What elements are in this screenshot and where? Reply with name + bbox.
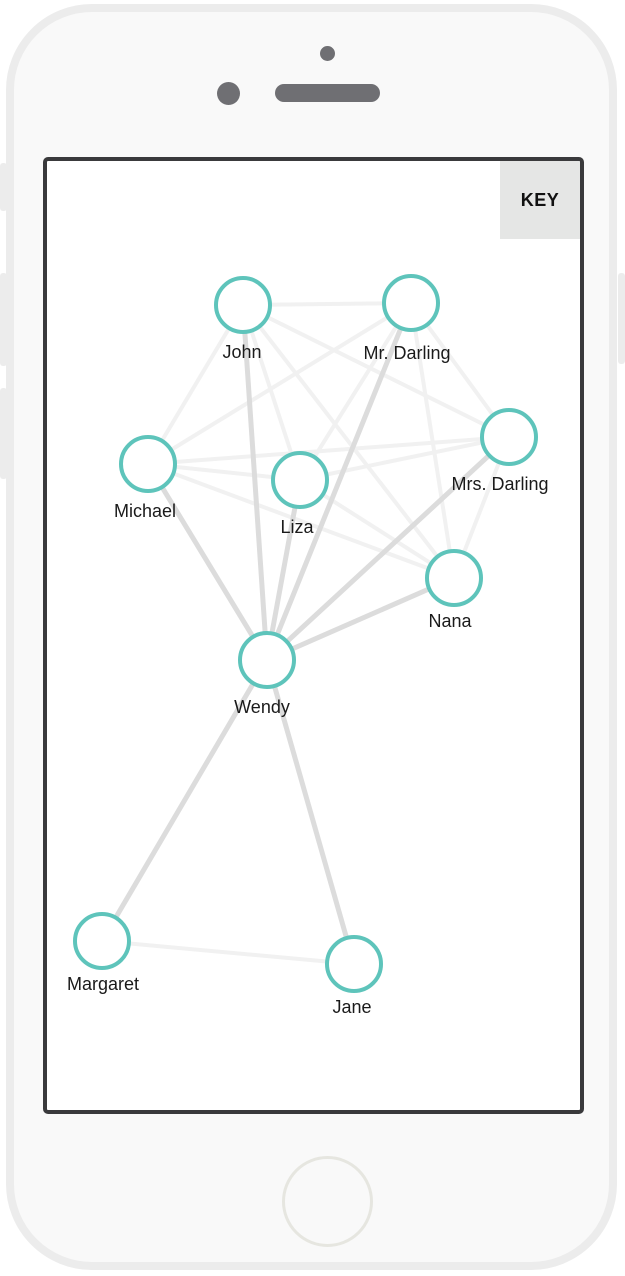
edge-john-nana bbox=[241, 303, 456, 580]
edge-wendy-mrs-darling bbox=[264, 434, 512, 663]
node-label: Liza bbox=[280, 517, 314, 537]
edge-wendy-john bbox=[240, 302, 270, 663]
node-circle[interactable] bbox=[325, 935, 383, 993]
edge-john-michael bbox=[146, 303, 245, 466]
volume-up-button[interactable] bbox=[0, 273, 7, 366]
node-liza[interactable]: Liza bbox=[271, 451, 329, 537]
edges-layer bbox=[99, 300, 512, 967]
node-circle[interactable] bbox=[480, 408, 538, 466]
node-circle[interactable] bbox=[238, 631, 296, 689]
edge-wendy-margaret bbox=[99, 657, 270, 944]
volume-down-button[interactable] bbox=[0, 388, 7, 479]
node-mr-darling[interactable]: Mr. Darling bbox=[363, 274, 451, 363]
node-label: Mr. Darling bbox=[363, 343, 450, 363]
node-label: Margaret bbox=[67, 974, 139, 994]
edge-mr-darling-michael bbox=[146, 301, 413, 466]
node-circle[interactable] bbox=[271, 451, 329, 509]
node-mrs-darling[interactable]: Mrs. Darling bbox=[451, 408, 549, 494]
node-nana[interactable]: Nana bbox=[425, 549, 483, 631]
edge-john-liza bbox=[241, 303, 302, 482]
node-jane[interactable]: Jane bbox=[325, 935, 383, 1017]
node-circle[interactable] bbox=[382, 274, 440, 332]
edge-wendy-michael bbox=[145, 461, 270, 663]
node-michael[interactable]: Michael bbox=[114, 435, 177, 521]
edge-margaret-jane bbox=[100, 939, 356, 966]
front-camera bbox=[320, 46, 335, 61]
node-label: Jane bbox=[332, 997, 371, 1017]
node-label: Michael bbox=[114, 501, 176, 521]
edge-mr-darling-nana bbox=[409, 301, 456, 580]
edge-wendy-mr-darling bbox=[264, 300, 414, 663]
edge-liza-nana bbox=[298, 478, 456, 580]
earpiece-speaker bbox=[275, 84, 380, 102]
power-button[interactable] bbox=[618, 273, 625, 364]
node-circle[interactable] bbox=[214, 276, 272, 334]
edge-michael-mrs-darling bbox=[146, 435, 511, 466]
edge-wendy-liza bbox=[264, 477, 303, 663]
node-wendy[interactable]: Wendy bbox=[234, 631, 296, 717]
home-button[interactable] bbox=[282, 1156, 373, 1247]
edge-wendy-jane bbox=[264, 657, 357, 967]
node-circle[interactable] bbox=[119, 435, 177, 493]
node-label: John bbox=[222, 342, 261, 362]
node-label: Nana bbox=[428, 611, 472, 631]
node-circle[interactable] bbox=[73, 912, 131, 970]
node-john[interactable]: John bbox=[214, 276, 272, 362]
proximity-sensor bbox=[217, 82, 240, 105]
key-button[interactable]: KEY bbox=[500, 161, 580, 239]
node-circle[interactable] bbox=[425, 549, 483, 607]
node-margaret[interactable]: Margaret bbox=[67, 912, 139, 994]
edge-michael-nana bbox=[146, 462, 456, 580]
edge-liza-mrs-darling bbox=[298, 435, 511, 482]
node-label: Wendy bbox=[234, 697, 290, 717]
edge-john-mrs-darling bbox=[241, 303, 511, 439]
edge-wendy-nana bbox=[264, 575, 457, 663]
mute-switch[interactable] bbox=[0, 163, 7, 211]
node-label: Mrs. Darling bbox=[451, 474, 548, 494]
